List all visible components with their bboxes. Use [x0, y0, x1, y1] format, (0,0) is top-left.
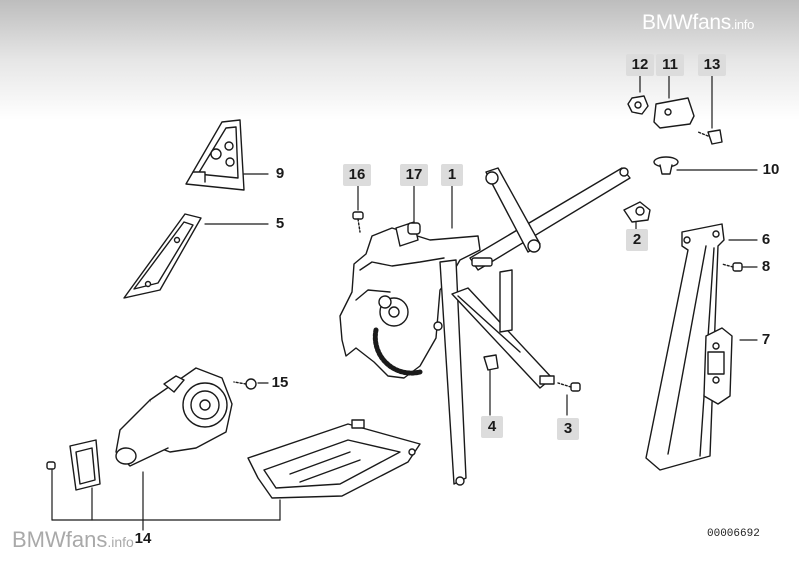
label-13: 13 — [698, 54, 726, 76]
part-4-clip — [483, 354, 499, 371]
part-7-slider — [703, 327, 733, 405]
part-15-screw — [233, 378, 257, 390]
label-4: 4 — [481, 416, 503, 438]
label-6: 6 — [761, 231, 771, 248]
diagram-number: 00006692 — [707, 528, 760, 540]
label-11: 11 — [656, 54, 684, 76]
part-17-clip — [407, 222, 421, 235]
motor — [115, 367, 233, 467]
part-10-grommet — [653, 156, 679, 175]
watermark-top-brand: BMWfans — [642, 11, 731, 34]
label-14: 14 — [134, 530, 152, 547]
leader-lines — [51, 74, 758, 531]
label-12: 12 — [626, 54, 654, 76]
watermark-top: BMWfans.info — [642, 11, 754, 35]
part-9-trim-triangle — [185, 119, 245, 191]
part-16-screw — [352, 211, 364, 233]
small-screw — [46, 461, 56, 470]
label-3: 3 — [557, 418, 579, 440]
label-8: 8 — [761, 258, 771, 275]
part-2-bushing — [623, 201, 651, 223]
watermark-bottom-brand: BMWfans — [12, 527, 108, 552]
watermark-bottom-suffix: .info — [107, 534, 134, 550]
part-12-nut — [627, 95, 649, 115]
part-5-triangle-panel — [123, 213, 202, 299]
label-17: 17 — [400, 164, 428, 186]
part-8-screw — [721, 262, 743, 272]
label-7: 7 — [761, 331, 771, 348]
label-16: 16 — [343, 164, 371, 186]
motor-plate — [247, 419, 421, 499]
label-10: 10 — [762, 161, 780, 178]
label-9: 9 — [275, 165, 285, 182]
part-11-bracket — [653, 97, 695, 129]
part-13-bolt — [697, 129, 723, 145]
label-2: 2 — [626, 229, 648, 251]
gasket — [69, 439, 101, 491]
part-6-guide-rail — [645, 223, 725, 471]
part-3-screw — [557, 382, 581, 392]
watermark-bottom: BMWfans.info — [12, 527, 134, 553]
label-15: 15 — [271, 374, 289, 391]
part-1-window-regulator — [339, 167, 631, 486]
watermark-top-suffix: .info — [730, 17, 754, 32]
label-5: 5 — [275, 215, 285, 232]
label-1: 1 — [441, 164, 463, 186]
